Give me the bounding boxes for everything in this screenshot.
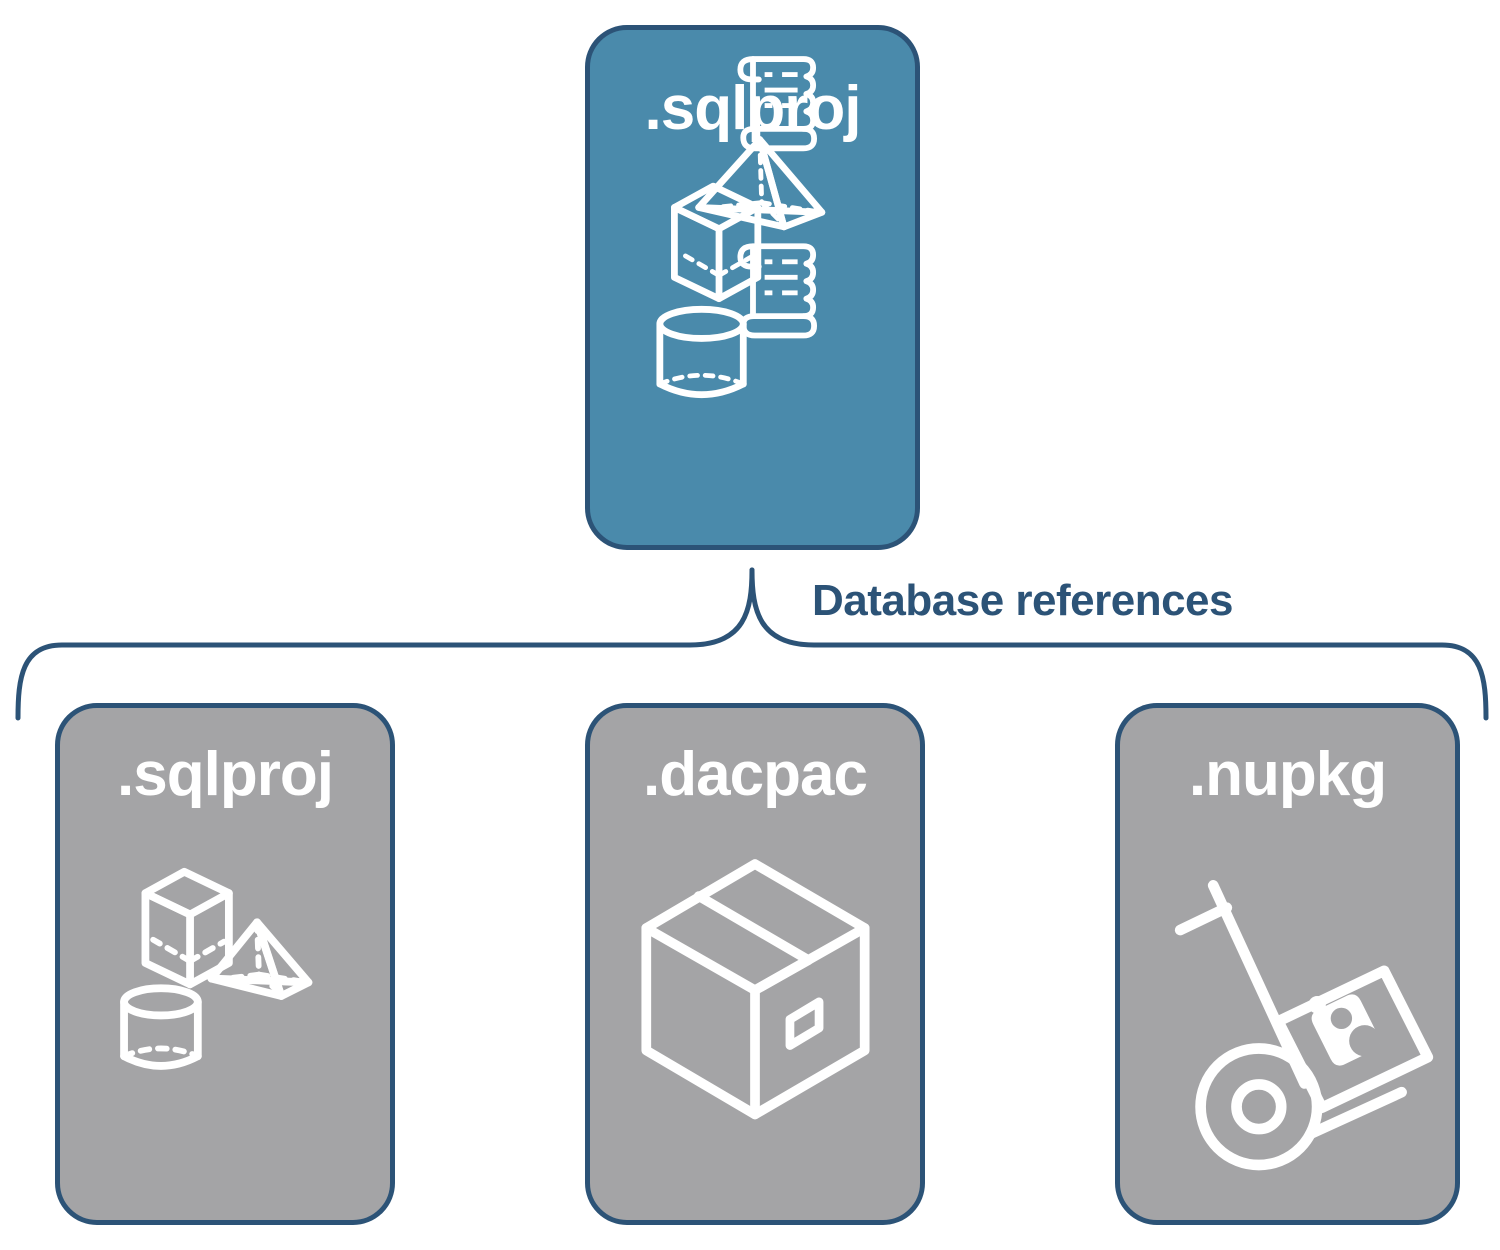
nuget-package-icon	[1272, 965, 1434, 1114]
node-card-ref-nupkg[interactable]: .nupkg	[1115, 703, 1460, 1225]
scroll-script-icon	[737, 243, 818, 339]
hand-truck-icon	[1174, 880, 1407, 1171]
node-card-ref-dacpac[interactable]: .dacpac	[585, 703, 925, 1225]
node-card-root-sqlproj[interactable]: .sqlproj	[585, 25, 920, 550]
node-label: .sqlproj	[644, 74, 862, 143]
cube-wireframe-icon	[671, 182, 762, 303]
cylinder-wireframe-icon	[120, 984, 202, 1070]
package-box-icon	[641, 859, 870, 1120]
pyramid-wireframe-icon	[207, 918, 313, 1000]
node-card-ref-sqlproj[interactable]: .sqlproj	[55, 703, 395, 1225]
node-label: .dacpac	[643, 740, 868, 809]
node-label: .nupkg	[1188, 740, 1387, 809]
cube-wireframe-icon	[141, 867, 233, 989]
pyramid-wireframe-icon	[695, 136, 826, 231]
bracket-caption: Database references	[812, 576, 1233, 625]
cylinder-wireframe-icon	[656, 305, 747, 399]
database-references-bracket	[0, 550, 1500, 730]
node-label: .sqlproj	[117, 740, 334, 809]
